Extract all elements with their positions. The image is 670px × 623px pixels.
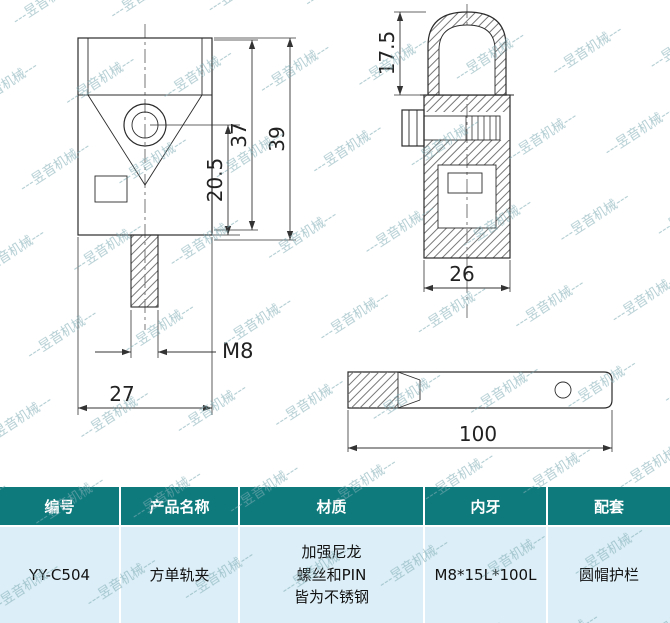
spec-table-data-row: YY-C504 方单轨夹 加强尼龙 螺丝和PIN 皆为不锈钢 M8*15L*10… xyxy=(0,525,670,623)
cell-thread: M8*15L*100L xyxy=(425,527,548,623)
dim-27-label: 27 xyxy=(109,382,134,406)
col-header-code: 编号 xyxy=(0,487,121,525)
bolt-nut xyxy=(401,109,425,147)
spec-table: 编号 产品名称 材质 内牙 配套 YY-C504 方单轨夹 加强尼龙 螺丝和PI… xyxy=(0,487,670,623)
pin-view: 100 xyxy=(347,371,613,452)
dim-m8-label: M8 xyxy=(222,339,253,363)
cell-material-line-1: 加强尼龙 xyxy=(301,543,362,562)
cell-material-line-3: 皆为不锈钢 xyxy=(293,588,369,607)
threaded-stud xyxy=(130,234,159,308)
dim-100-label: 100 xyxy=(459,422,497,446)
col-header-accessory: 配套 xyxy=(593,497,624,516)
cell-material-line-2: 螺丝和PIN xyxy=(296,565,367,584)
dim-17-5-label: 17.5 xyxy=(375,31,399,76)
pin-hole xyxy=(554,381,572,399)
dim-37-label: 37 xyxy=(227,122,251,147)
pin-threaded-end xyxy=(348,372,398,408)
front-view: 37 39 20.5 M8 xyxy=(77,24,296,415)
dim-26-label: 26 xyxy=(449,262,474,286)
dim-39-label: 39 xyxy=(265,126,289,151)
col-header-material: 材质 xyxy=(240,487,425,525)
side-window-insert xyxy=(447,172,483,194)
spec-table-header-row: 编号 产品名称 材质 内牙 配套 xyxy=(0,487,670,525)
cell-accessory: 圆帽护栏 xyxy=(578,565,639,584)
side-view: 17.5 26 xyxy=(375,4,514,320)
dim-20-5-label: 20.5 xyxy=(203,158,227,203)
clamp-jaw-insert xyxy=(94,175,128,203)
drawing-area: 37 39 20.5 M8 xyxy=(77,4,613,452)
col-header-thread: 内牙 xyxy=(425,487,548,525)
cell-material: 加强尼龙 螺丝和PIN 皆为不锈钢 xyxy=(240,527,425,623)
cell-code: YY-C504 xyxy=(0,527,121,623)
bolt-shank xyxy=(423,115,501,141)
col-header-product-name: 产品名称 xyxy=(121,487,240,525)
cad-drawing-svg: 37 39 20.5 M8 xyxy=(77,4,613,452)
cell-product-name: 方单轨夹 xyxy=(121,527,240,623)
